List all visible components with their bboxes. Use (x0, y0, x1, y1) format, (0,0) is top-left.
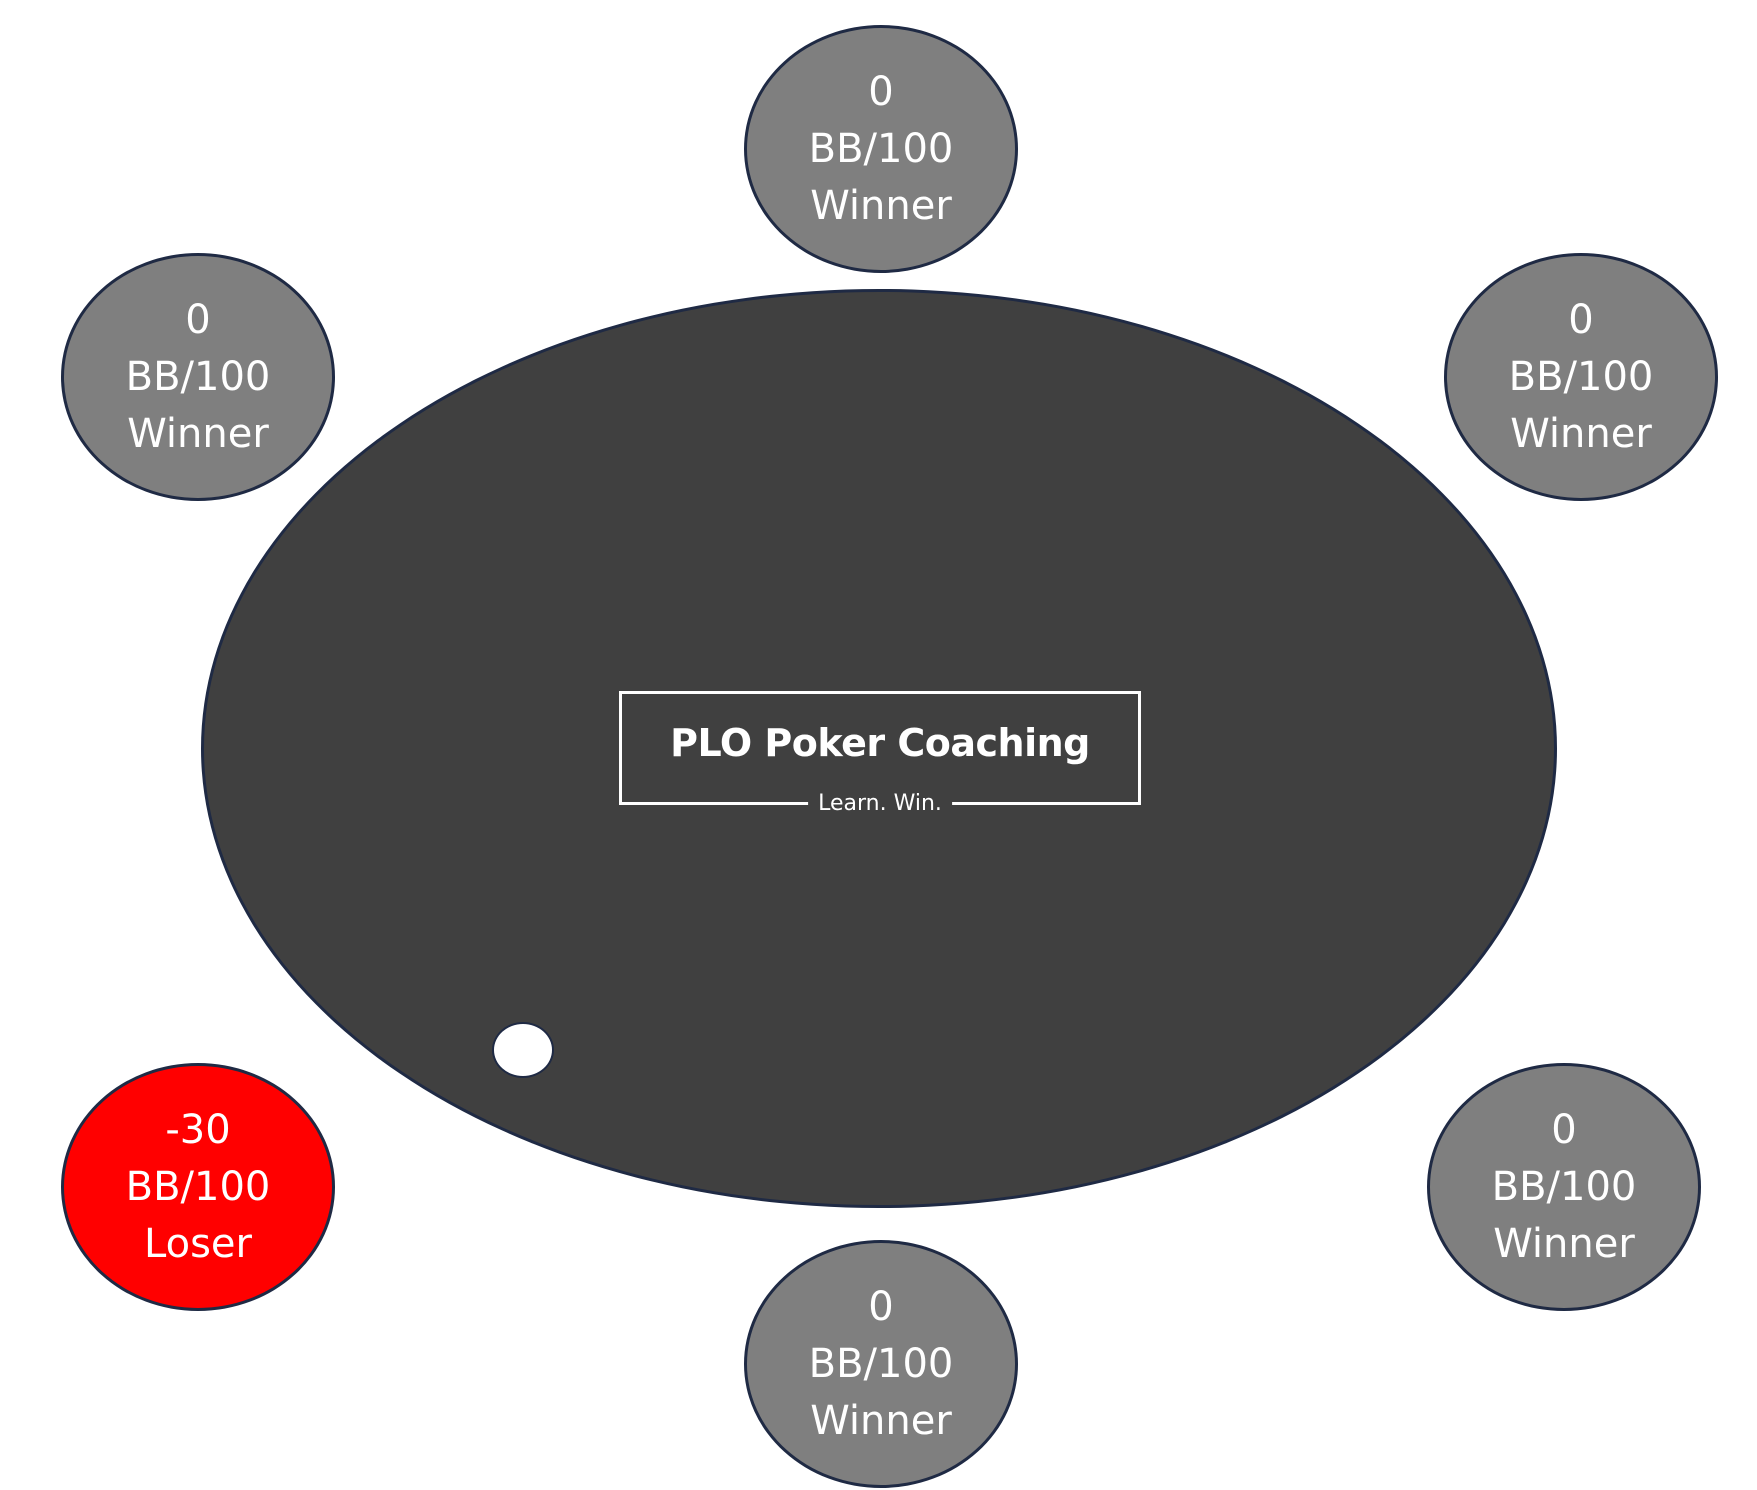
seat-top-right: 0 BB/100 Winner (1444, 253, 1718, 501)
logo: PLO Poker Coaching Learn. Win. (619, 691, 1141, 816)
poker-table (201, 289, 1557, 1208)
seat-value: 0 (1568, 296, 1594, 343)
logo-title: PLO Poker Coaching (670, 721, 1090, 765)
seat-value: 0 (868, 68, 894, 115)
seat-value: 0 (1551, 1106, 1577, 1153)
seat-status: Winner (810, 1397, 952, 1444)
seat-unit: BB/100 (125, 1163, 271, 1210)
logo-tagline: Learn. Win. (808, 791, 952, 816)
seat-value: -30 (165, 1106, 231, 1153)
seat-status: Winner (810, 182, 952, 229)
seat-status: Winner (1493, 1220, 1635, 1267)
seat-top: 0 BB/100 Winner (744, 25, 1018, 273)
seat-status: Loser (144, 1220, 252, 1267)
seat-status: Winner (127, 410, 269, 457)
seat-unit: BB/100 (1491, 1163, 1637, 1210)
seat-unit: BB/100 (1508, 353, 1654, 400)
seat-value: 0 (868, 1283, 894, 1330)
seat-status: Winner (1510, 410, 1652, 457)
seat-unit: BB/100 (808, 125, 954, 172)
dealer-button (492, 1022, 554, 1078)
seat-top-left: 0 BB/100 Winner (61, 253, 335, 501)
seat-unit: BB/100 (125, 353, 271, 400)
seat-value: 0 (185, 296, 211, 343)
seat-bottom-right: 0 BB/100 Winner (1427, 1063, 1701, 1311)
seat-unit: BB/100 (808, 1340, 954, 1387)
seat-bottom: 0 BB/100 Winner (744, 1240, 1018, 1488)
seat-bottom-left: -30 BB/100 Loser (61, 1063, 335, 1311)
